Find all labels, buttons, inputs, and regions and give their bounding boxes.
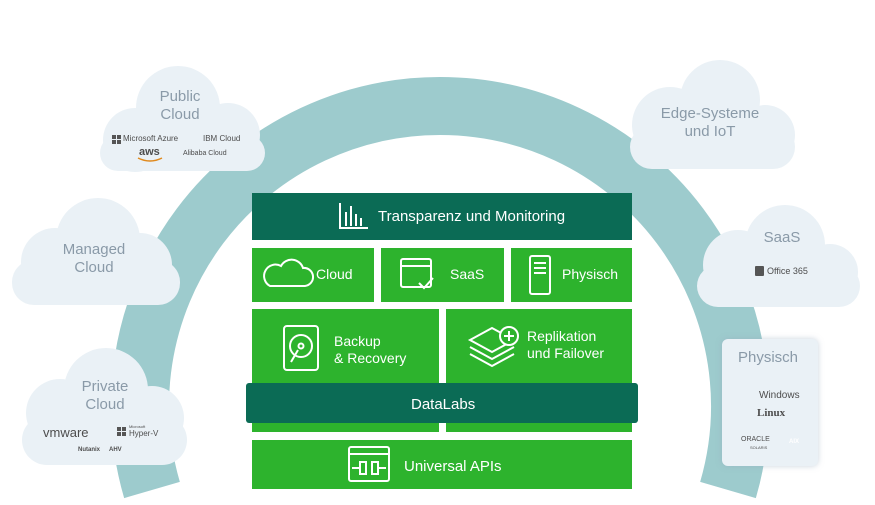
monitoring-bar bbox=[252, 193, 632, 240]
datalabs-label: DataLabs bbox=[411, 396, 476, 413]
azure-label: Microsoft Azure bbox=[123, 134, 179, 143]
replikation-line2: und Failover bbox=[527, 345, 605, 361]
bar-chart-icon bbox=[339, 203, 368, 229]
cloud-edge bbox=[630, 60, 795, 169]
office365-logo bbox=[755, 266, 764, 276]
oracle-label: ORACLE bbox=[741, 436, 770, 443]
browser-window-icon bbox=[400, 258, 434, 290]
datalabs-bar bbox=[246, 383, 638, 423]
layers-plus-icon bbox=[467, 326, 519, 368]
private-cloud-line1: Private bbox=[81, 378, 129, 395]
ibm-cloud-label: IBM Cloud bbox=[203, 134, 241, 143]
hyperv-label: Hyper-V bbox=[129, 429, 159, 438]
solaris-label: SOLARIS bbox=[750, 445, 768, 450]
orchestration-title: Orchestrierung bbox=[398, 41, 543, 63]
public-cloud-line2: Cloud bbox=[160, 106, 200, 123]
replikation-label: Replikation und Failover bbox=[527, 328, 604, 362]
office365-label: Office 365 bbox=[767, 266, 808, 276]
cloud-private bbox=[22, 348, 187, 465]
api-plug-icon bbox=[348, 446, 390, 482]
vmware-label: vmware bbox=[43, 425, 89, 440]
cloud-public bbox=[100, 66, 265, 172]
monitoring-label: Transparenz und Monitoring bbox=[378, 208, 566, 225]
linux-label: Linux bbox=[757, 407, 786, 419]
aws-label: aws bbox=[139, 146, 160, 158]
edge-line1: Edge-Systeme bbox=[660, 105, 760, 122]
server-icon bbox=[529, 255, 551, 295]
hyperv-logo bbox=[117, 427, 126, 436]
physisch-panel-label: Physisch bbox=[738, 349, 799, 366]
aix-label: AIX bbox=[789, 439, 800, 445]
gear-icon bbox=[361, 30, 397, 67]
physisch-tile-label: Physisch bbox=[562, 266, 619, 282]
private-cloud-label: Private Cloud bbox=[65, 378, 145, 414]
private-cloud-line2: Cloud bbox=[85, 396, 125, 413]
edge-label: Edge-Systeme und IoT bbox=[650, 105, 770, 141]
microsoft-azure-logo bbox=[112, 135, 121, 144]
hard-disk-icon bbox=[283, 325, 319, 371]
saas-cloud-label: SaaS bbox=[763, 229, 801, 246]
public-cloud-line1: Public bbox=[159, 88, 201, 105]
apis-label: Universal APIs bbox=[404, 458, 502, 475]
ahv-label: AHV bbox=[109, 447, 122, 453]
replikation-line1: Replikation bbox=[527, 328, 597, 344]
physisch-panel bbox=[722, 339, 818, 466]
managed-cloud-line2: Cloud bbox=[74, 259, 114, 276]
cloud-icon bbox=[263, 258, 314, 287]
edge-line2: und IoT bbox=[684, 123, 736, 140]
orchestration-arc bbox=[111, 77, 769, 499]
backup-label: Backup & Recovery bbox=[334, 333, 406, 367]
alibaba-cloud-label: Alibaba Cloud bbox=[183, 150, 227, 157]
microsoft-small-label: Microsoft bbox=[129, 424, 146, 429]
tile-saas bbox=[381, 248, 504, 302]
aws-smile bbox=[137, 157, 163, 162]
cloud-saas bbox=[697, 205, 860, 307]
backup-line1: Backup bbox=[334, 333, 381, 349]
cloud-tile-label: Cloud bbox=[316, 266, 353, 282]
managed-cloud-line1: Managed bbox=[62, 241, 126, 258]
apis-bar bbox=[252, 440, 632, 489]
nutanix-label: Nutanix bbox=[78, 447, 101, 453]
cloud-managed bbox=[12, 198, 180, 305]
saas-tile-label: SaaS bbox=[450, 266, 485, 282]
managed-cloud-label: Managed Cloud bbox=[54, 241, 134, 277]
windows-label: Windows bbox=[759, 390, 800, 401]
public-cloud-label: Public Cloud bbox=[140, 88, 220, 124]
backup-line2: & Recovery bbox=[334, 350, 407, 366]
